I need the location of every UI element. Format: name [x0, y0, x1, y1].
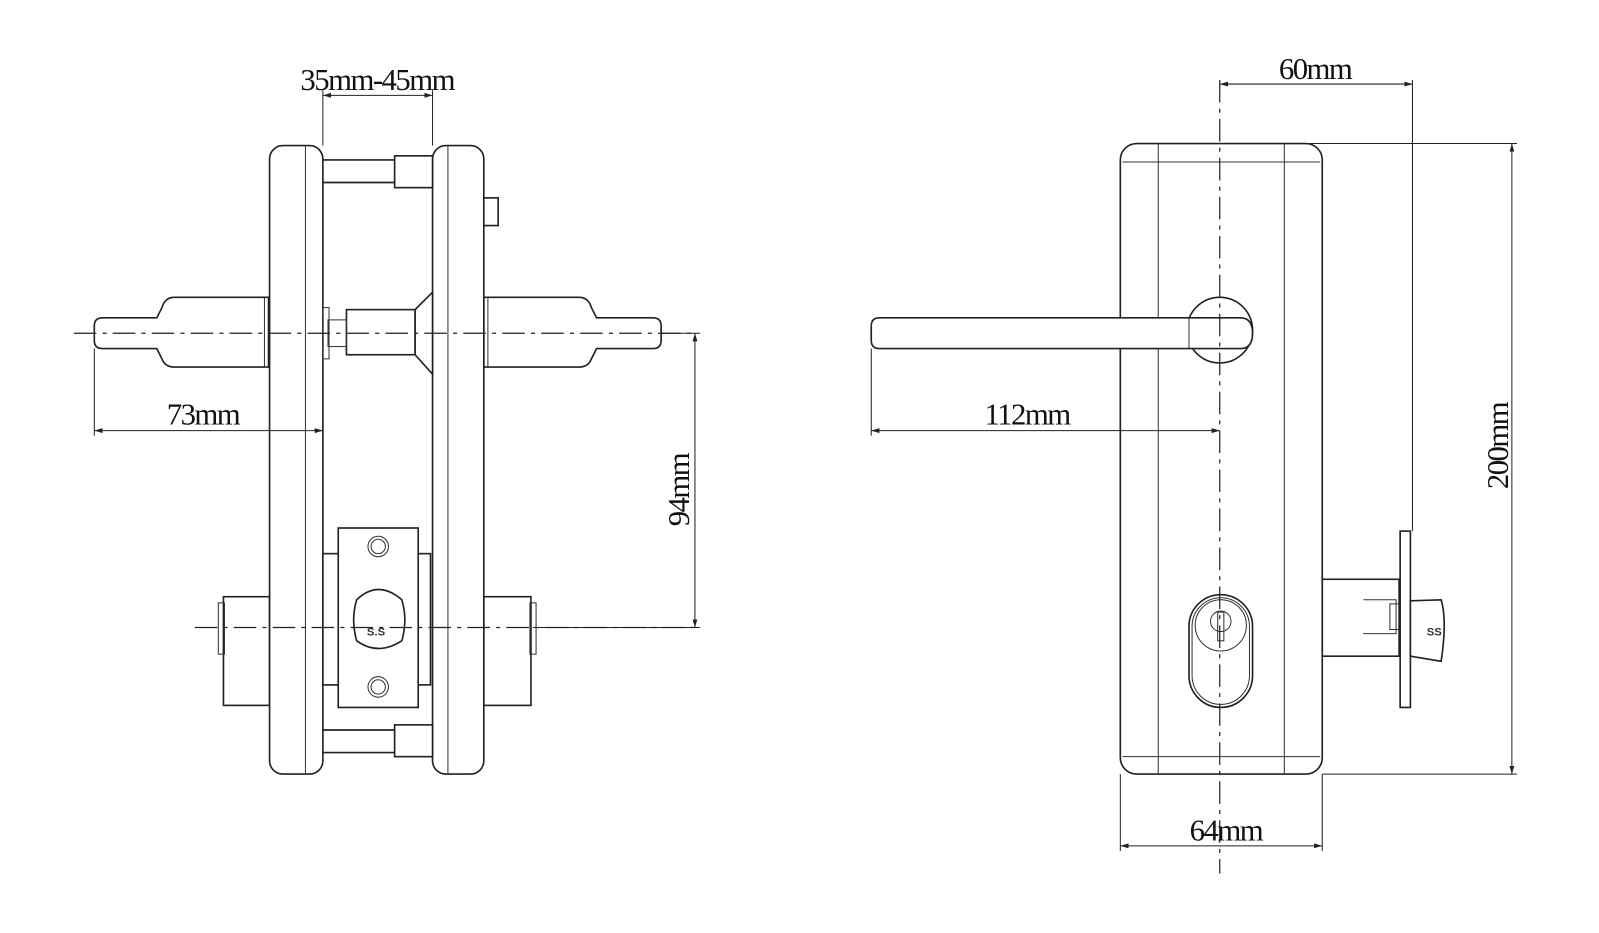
latch-bolt-front: [1409, 598, 1446, 663]
keyhole-icon: [1210, 610, 1232, 633]
top-through-bolt: [393, 155, 434, 189]
latch-bolt: [352, 588, 406, 650]
dim-center-distance: 94mm: [662, 452, 696, 526]
screw-hole-bottom: [367, 676, 389, 698]
latch-faceplate-front: [1399, 530, 1412, 709]
bottom-through-bolt: [393, 724, 434, 758]
dim-handle-center-to-edge: 60mm: [1279, 52, 1353, 86]
inner-escutcheon-plate: [268, 144, 324, 775]
left-thumb-turn: [222, 595, 271, 707]
latch-mark-side: S.S: [367, 627, 386, 639]
dim-plate-height: 200mm: [1481, 401, 1515, 489]
front-escutcheon-plate: [1119, 142, 1324, 775]
dim-plate-width: 64mm: [1190, 814, 1264, 848]
latch-body: [1321, 578, 1400, 657]
right-lever-handle: [482, 296, 662, 368]
plate-tab: [482, 197, 499, 227]
side-view: S.S 35mm-45mm 73mm 94mm: [73, 63, 701, 775]
left-lever-handle: [93, 296, 270, 368]
right-cylinder-body: [482, 595, 532, 707]
spindle: [345, 308, 416, 356]
latch-mark-front: SS: [1427, 627, 1443, 639]
dim-door-thickness: 35mm-45mm: [300, 63, 455, 97]
screw-hole-top: [367, 535, 389, 558]
front-view: SS 60mm 112mm 200mm 64mm: [870, 52, 1517, 874]
outer-escutcheon-plate: [431, 144, 485, 775]
dim-backset: 73mm: [167, 397, 241, 431]
dim-lever-length: 112mm: [984, 397, 1071, 431]
front-lever-handle: [870, 317, 1254, 350]
